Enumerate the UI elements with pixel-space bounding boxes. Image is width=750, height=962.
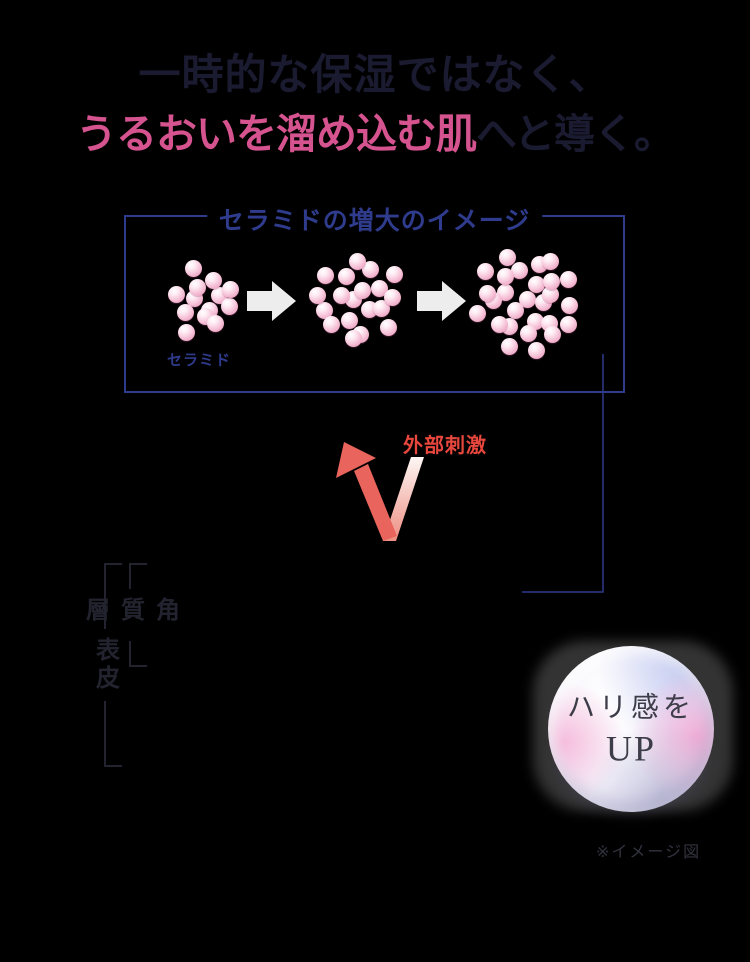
stratum-corneum-bracket: 角質層 — [77, 563, 183, 667]
stimulus-incoming-stroke — [383, 457, 424, 541]
ceramide-pearl — [370, 280, 388, 298]
ceramide-pearl — [383, 289, 401, 307]
headline-line2: うるおいを溜め込む肌へと導く。 — [0, 106, 750, 162]
ceramide-pearl — [316, 267, 334, 285]
ceramide-pearl — [499, 248, 517, 266]
ceramide-pearl — [496, 268, 514, 286]
ceramide-growth-box: セラミドの増大のイメージ セラミド — [124, 201, 625, 393]
ceramide-pearl — [528, 275, 546, 293]
headline-line2-pink: うるおいを溜め込む肌 — [76, 111, 477, 157]
ceramide-pearl — [501, 337, 519, 355]
epidermis-label: 表皮 — [87, 629, 123, 701]
ceramide-pearl — [221, 298, 238, 316]
ceramide-pearl — [561, 296, 579, 314]
headline-line2-dark: へと導く。 — [476, 111, 675, 157]
ceramide-pearl — [177, 323, 195, 341]
ceramide-pearl — [542, 272, 560, 290]
ceramide-pearl — [468, 305, 486, 323]
ceramide-pearl — [542, 285, 560, 303]
ceramide-pearl — [206, 314, 224, 332]
ceramide-pearl — [340, 312, 358, 330]
ceramide-pearl — [167, 285, 185, 303]
ceramide-pearl — [308, 286, 326, 304]
ceramide-pearl — [544, 325, 562, 343]
ceramide-pearl — [379, 318, 397, 336]
ceramide-pearl — [348, 253, 366, 271]
ceramide-cluster-before — [154, 251, 256, 353]
stimulus-deflect-arrow-shaft — [354, 464, 397, 541]
ceramide-pearl — [559, 316, 577, 334]
ceramide-pearl — [372, 300, 390, 318]
ceramide-pearl — [476, 262, 494, 280]
ceramide-pearl — [528, 341, 546, 359]
ceramide-pearl — [490, 315, 508, 333]
stimulus-deflect-arrow-head-icon — [336, 442, 376, 478]
ceramide-pearl — [478, 285, 496, 303]
stratum-corneum-label: 角質層 — [77, 589, 183, 641]
ceramide-pearl — [185, 259, 203, 277]
ceramide-cluster-after — [458, 232, 598, 372]
firmness-line2: UP — [605, 728, 657, 769]
firmness-line1: ハリ感を — [566, 692, 696, 724]
epidermis-bracket: 表皮 — [87, 563, 123, 767]
ceramide-pearl — [338, 268, 356, 286]
ceramide-cluster-mid — [294, 236, 420, 362]
firmness-bubble-text: ハリ感を UP — [567, 685, 695, 769]
ceramide-pearl — [205, 272, 223, 290]
ceramide-pearl — [316, 301, 334, 319]
ceramide-pearl — [519, 325, 537, 343]
firmness-bubble: ハリ感を UP — [548, 646, 714, 812]
ceramide-pearl — [354, 281, 372, 299]
ceramide-pearl — [386, 266, 404, 284]
headline-line1: 一時的な保湿ではなく、 — [138, 53, 612, 99]
ceramide-pearl — [507, 301, 525, 319]
ceramide-pearl — [332, 287, 350, 305]
headline: 一時的な保湿ではなく、 うるおいを溜め込む肌へと導く。 — [0, 50, 750, 162]
ceramide-pearl — [542, 253, 560, 271]
ceramide-pearl — [344, 330, 362, 348]
ceramide-pearl — [322, 316, 340, 334]
ceramide-label: セラミド — [167, 352, 232, 369]
ceramide-pearl — [511, 262, 529, 280]
external-stimulus-label: 外部刺激 — [403, 435, 487, 457]
ceramide-pearl — [177, 303, 195, 321]
ceramide-pearl — [188, 278, 206, 296]
ceramide-pearl — [559, 270, 577, 288]
ceramide-pearl — [222, 280, 240, 298]
diagram-title: セラミドの増大のイメージ — [206, 201, 543, 237]
ceramide-pearl — [519, 290, 537, 308]
image-disclaimer: ※イメージ図 — [596, 844, 702, 861]
ceramide-pearl — [361, 260, 379, 278]
